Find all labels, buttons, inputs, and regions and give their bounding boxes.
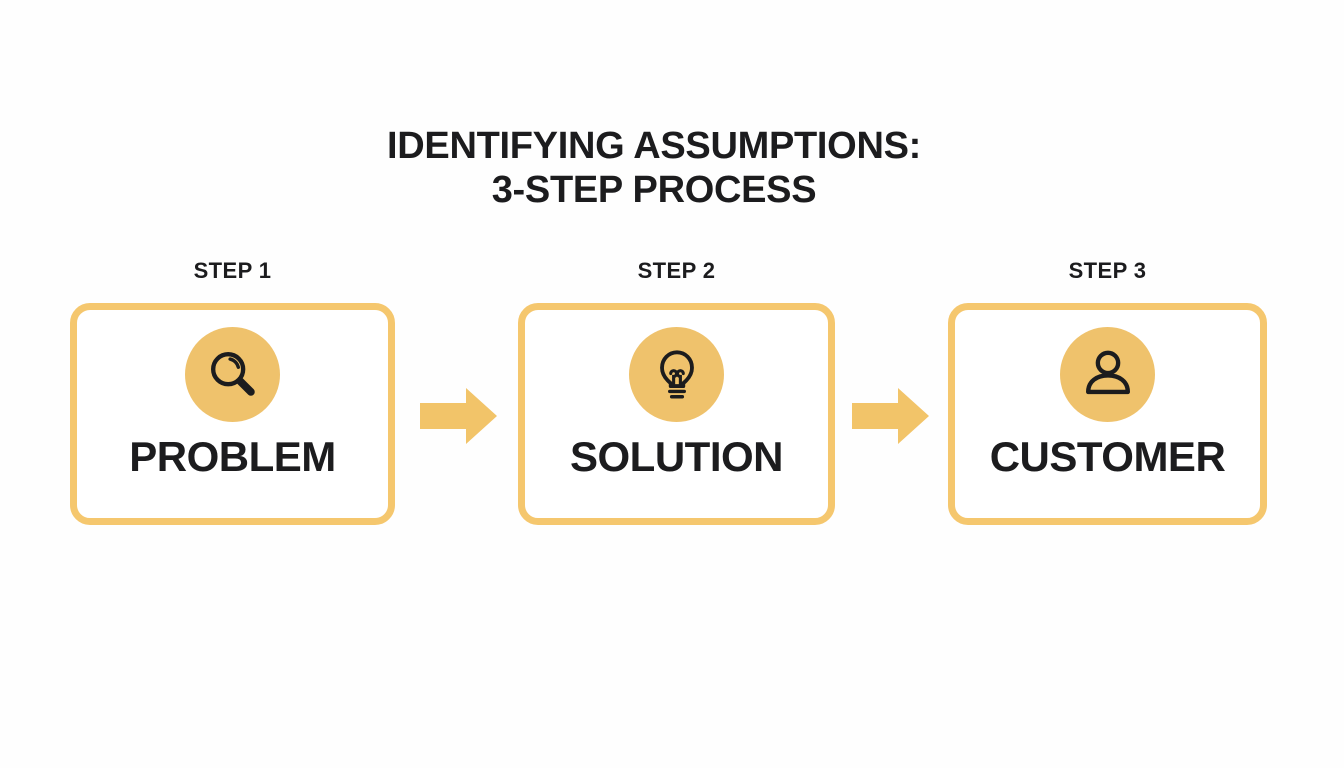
person-icon: [1085, 350, 1130, 394]
step-label: STEP 3: [1068, 258, 1147, 283]
title-line-2: 3-STEP PROCESS: [491, 169, 817, 211]
step-group-problem: STEP 1 PROBLEM: [70, 258, 395, 525]
title-line-1: IDENTIFYING ASSUMPTIONS:: [387, 125, 921, 167]
step-group-customer: STEP 3 CUSTOMER: [948, 258, 1267, 525]
step-card-customer: CUSTOMER: [948, 303, 1267, 525]
step-card-solution: SOLUTION: [518, 303, 835, 525]
step-card-problem: PROBLEM: [70, 303, 395, 525]
flow-arrow: [420, 387, 498, 445]
step-name: CUSTOMER: [989, 433, 1226, 480]
icon-circle: [185, 327, 280, 422]
icon-circle: [629, 327, 724, 422]
page-title: IDENTIFYING ASSUMPTIONS: 3-STEP PROCESS: [0, 124, 1308, 212]
icon-circle: [1060, 327, 1155, 422]
lightbulb-icon: [659, 349, 694, 398]
step-name: PROBLEM: [129, 433, 336, 480]
right-block-arrow-icon: [852, 388, 929, 444]
magnifier-icon: [210, 351, 255, 396]
right-block-arrow-icon: [420, 388, 497, 444]
step-group-solution: STEP 2 SOLUTION: [518, 258, 835, 525]
step-label: STEP 2: [637, 258, 716, 283]
step-label: STEP 1: [193, 258, 272, 283]
step-name: SOLUTION: [570, 433, 784, 480]
flow-arrow: [852, 387, 930, 445]
